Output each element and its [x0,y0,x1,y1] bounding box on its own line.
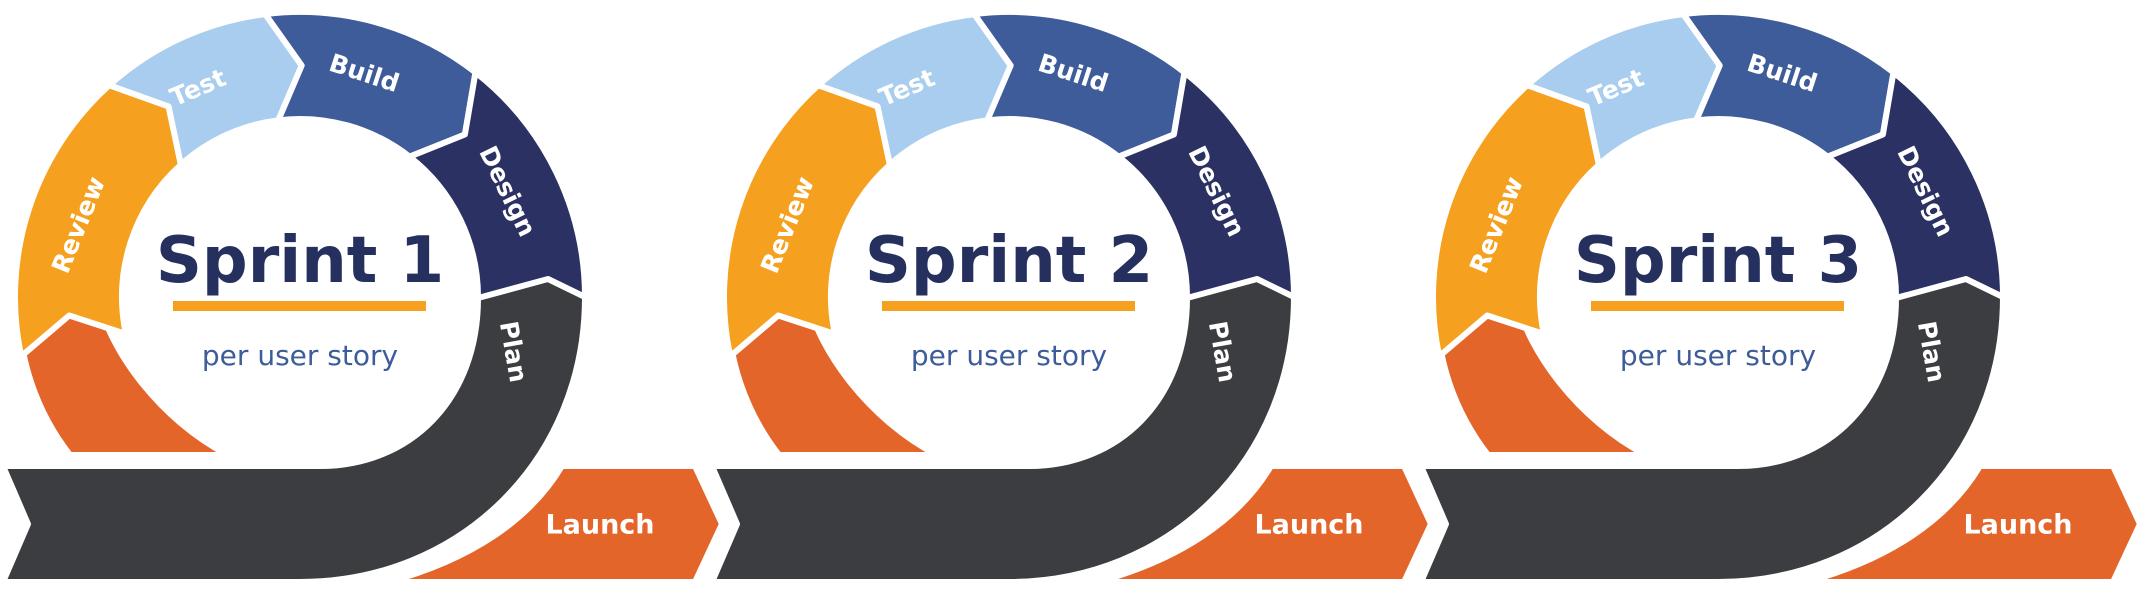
title-underline [1591,301,1844,311]
plan-segment [0,276,588,585]
plan-segment [709,276,1297,585]
launch-label: Launch [1254,510,1363,541]
launch-label: Launch [1963,510,2072,541]
review-segment [1430,82,1602,360]
deploy-segment [722,300,939,458]
sprint-title: Sprint 1 [156,224,444,298]
sprint-title: Sprint 2 [865,224,1153,298]
review-segment [721,82,893,360]
launch-arrow [385,463,725,585]
launch-label: Launch [545,510,654,541]
sprint-subtitle: per user story [1620,339,1816,372]
title-underline [173,301,426,311]
review-segment [12,82,184,360]
deploy-segment [1431,300,1648,458]
deploy-segment [13,300,230,458]
launch-arrow [1803,463,2143,585]
title-underline [882,301,1135,311]
sprint-subtitle: per user story [911,339,1107,372]
sprint-subtitle: per user story [202,339,398,372]
launch-arrow [1094,463,1434,585]
plan-segment [1418,276,2006,585]
sprint-title: Sprint 3 [1574,224,1862,298]
